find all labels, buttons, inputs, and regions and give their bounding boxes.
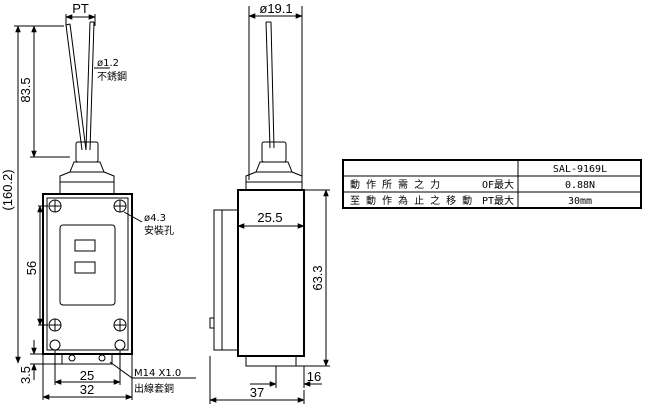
dim-overall-label: (160.2) [0,169,15,210]
hole-purpose-note: 安裝孔 [144,224,174,237]
dim-body-height-label: 56 [24,261,39,275]
front-view: PT ø1.2 不銹鋼 (160.2) 83.5 [0,1,196,400]
spec-row-label: 至 動 作 為 止 之 移 動 [350,194,472,207]
thread-spec-note: M14 X1.0 [134,368,181,379]
rod-diameter-note: ø1.2 [97,58,119,69]
spec-row-value: 30mm [568,196,592,207]
spec-row-symbol: PT最大 [482,194,514,207]
spec-table: SAL-9169L 動 作 所 需 之 力 OF最大 0.88N 至 動 作 為… [342,159,642,209]
dim-body-width-label: 32 [80,382,94,397]
dim-outlet-label: 16 [307,369,321,384]
dim-hole-pitch-label: 25 [80,368,94,383]
dim-side-height-label: 63.3 [310,265,325,290]
dim-rod-length-label: 83.5 [18,77,33,102]
spec-row-label: 動 作 所 需 之 力 [350,178,440,191]
dim-bottom-label: 3.5 [18,366,33,384]
side-view: ø19.1 25.5 63.3 16 37 [209,1,330,404]
dim-body-depth-label: 25.5 [257,210,282,225]
dim-pt-label: PT [72,1,89,16]
spec-model: SAL-9169L [553,164,607,175]
dim-total-depth-label: 37 [250,385,264,400]
spec-row-value: 0.88N [565,180,595,191]
hole-diameter-note: ø4.3 [144,213,166,224]
thread-purpose-note: 出線套銅 [134,382,174,395]
spec-row-symbol: OF最大 [482,178,514,191]
rod-material-note: 不銹鋼 [97,70,127,83]
dim-head-diameter-label: ø19.1 [259,1,292,16]
mounting-holes [48,199,127,351]
